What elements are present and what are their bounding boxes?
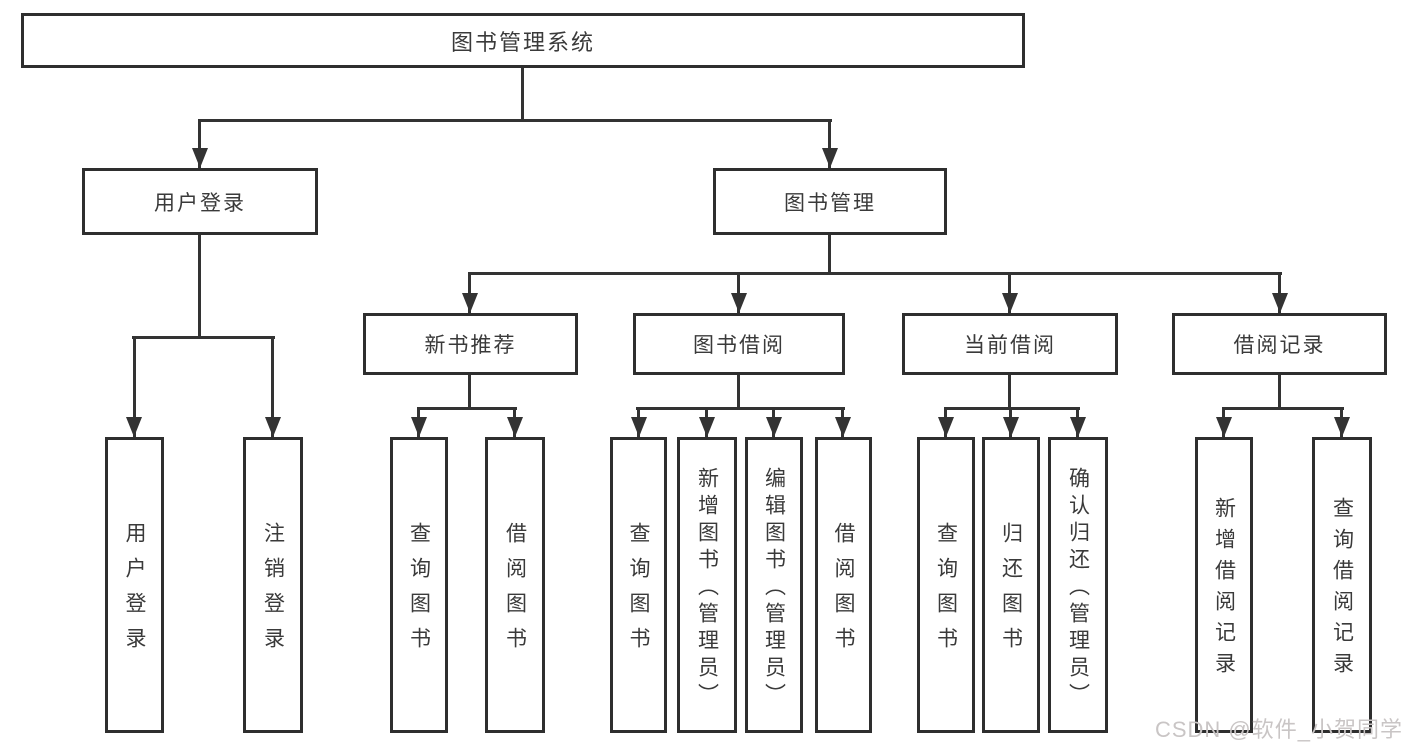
node-label: 新增图书（管理员） <box>695 466 719 710</box>
node-label: 注销登录 <box>261 522 285 662</box>
leaf-query-books-borrow: 查询图书 <box>610 437 667 733</box>
node-label: 用户登录 <box>154 191 246 215</box>
connector-stem-level3 <box>1278 272 1281 313</box>
leaf-add-books-admin: 新增图书（管理员） <box>677 437 737 733</box>
arrow-down-icon <box>265 417 281 437</box>
arrow-down-icon <box>1003 417 1019 437</box>
connector-stem-level3 <box>737 272 740 313</box>
connector-root-horizontal <box>198 119 832 122</box>
node-label: 归还图书 <box>999 522 1023 662</box>
leaf-query-books-current: 查询图书 <box>917 437 975 733</box>
leaf-return-books: 归还图书 <box>982 437 1040 733</box>
arrow-down-icon <box>835 417 851 437</box>
leaf-add-borrow-record: 新增借阅记录 <box>1195 437 1253 733</box>
node-borrow-records: 借阅记录 <box>1172 313 1387 375</box>
arrow-down-icon <box>462 293 478 313</box>
arrow-down-icon <box>1216 417 1232 437</box>
node-root-library-system: 图书管理系统 <box>21 13 1025 68</box>
arrow-down-icon <box>1272 293 1288 313</box>
connector-stem-user-login <box>198 119 201 168</box>
arrow-down-icon <box>507 417 523 437</box>
connector-stem-level3 <box>468 272 471 313</box>
arrow-down-icon <box>1334 417 1350 437</box>
node-label: 图书管理系统 <box>450 29 595 55</box>
node-book-borrow: 图书借阅 <box>633 313 845 375</box>
node-label: 查询图书 <box>934 522 958 662</box>
arrow-down-icon <box>822 148 838 168</box>
node-label: 新增借阅记录 <box>1212 497 1236 683</box>
connector-borrow-horizontal <box>636 407 845 410</box>
connector-bookmgmt-horizontal <box>468 272 1282 275</box>
node-current-borrow: 当前借阅 <box>902 313 1118 375</box>
node-label: 查询图书 <box>627 522 650 662</box>
connector-records-stub <box>1278 375 1281 410</box>
node-label: 编辑图书（管理员） <box>762 466 786 710</box>
connector-stem-level3 <box>1008 272 1011 313</box>
node-label: 借阅图书 <box>503 522 527 662</box>
node-label: 新书推荐 <box>424 334 517 357</box>
arrow-down-icon <box>766 417 782 437</box>
arrow-down-icon <box>938 417 954 437</box>
arrow-down-icon <box>1002 293 1018 313</box>
arrow-down-icon <box>731 293 747 313</box>
csdn-watermark: CSDN @软件_小贺同学 <box>1154 717 1403 742</box>
arrow-down-icon <box>631 417 647 437</box>
leaf-query-borrow-record: 查询借阅记录 <box>1312 437 1372 733</box>
leaf-confirm-return-admin: 确认归还（管理员） <box>1048 437 1108 733</box>
leaf-borrow-books-recommend: 借阅图书 <box>485 437 545 733</box>
connector-current-horizontal <box>944 407 1080 410</box>
node-book-management: 图书管理 <box>713 168 947 235</box>
node-label: 借阅图书 <box>832 522 855 662</box>
connector-userlogin-horizontal <box>132 336 275 339</box>
node-label: 图书管理 <box>784 191 876 215</box>
connector-borrow-stub <box>737 375 740 410</box>
connector-bookmgmt-stub <box>828 235 831 275</box>
leaf-borrow-books: 借阅图书 <box>815 437 872 733</box>
node-label: 当前借阅 <box>964 334 1056 357</box>
connector-records-horizontal <box>1222 407 1344 410</box>
connector-newbook-horizontal <box>417 407 517 410</box>
connector-newbook-stub <box>468 375 471 410</box>
node-label: 确认归还（管理员） <box>1066 466 1090 710</box>
connector-current-stub <box>1008 375 1011 410</box>
leaf-logout: 注销登录 <box>243 437 303 733</box>
node-label: 用户登录 <box>123 522 146 662</box>
arrow-down-icon <box>1070 417 1086 437</box>
leaf-edit-books-admin: 编辑图书（管理员） <box>745 437 803 733</box>
connector-stem-book-mgmt <box>828 119 831 168</box>
node-label: 图书借阅 <box>693 334 785 357</box>
node-user-login: 用户登录 <box>82 168 318 235</box>
node-new-book-recommend: 新书推荐 <box>363 313 578 375</box>
arrow-down-icon <box>126 417 142 437</box>
arrow-down-icon <box>192 148 208 168</box>
connector-root-stub <box>521 68 524 122</box>
node-label: 查询借阅记录 <box>1330 497 1354 683</box>
arrow-down-icon <box>411 417 427 437</box>
connector-userlogin-stub <box>198 235 201 339</box>
arrow-down-icon <box>699 417 715 437</box>
connector-stem-leaf <box>133 336 136 437</box>
leaf-query-books-recommend: 查询图书 <box>390 437 448 733</box>
node-label: 查询图书 <box>407 522 431 662</box>
connector-stem-leaf <box>271 336 274 437</box>
node-label: 借阅记录 <box>1233 334 1326 357</box>
leaf-user-login: 用户登录 <box>105 437 164 733</box>
